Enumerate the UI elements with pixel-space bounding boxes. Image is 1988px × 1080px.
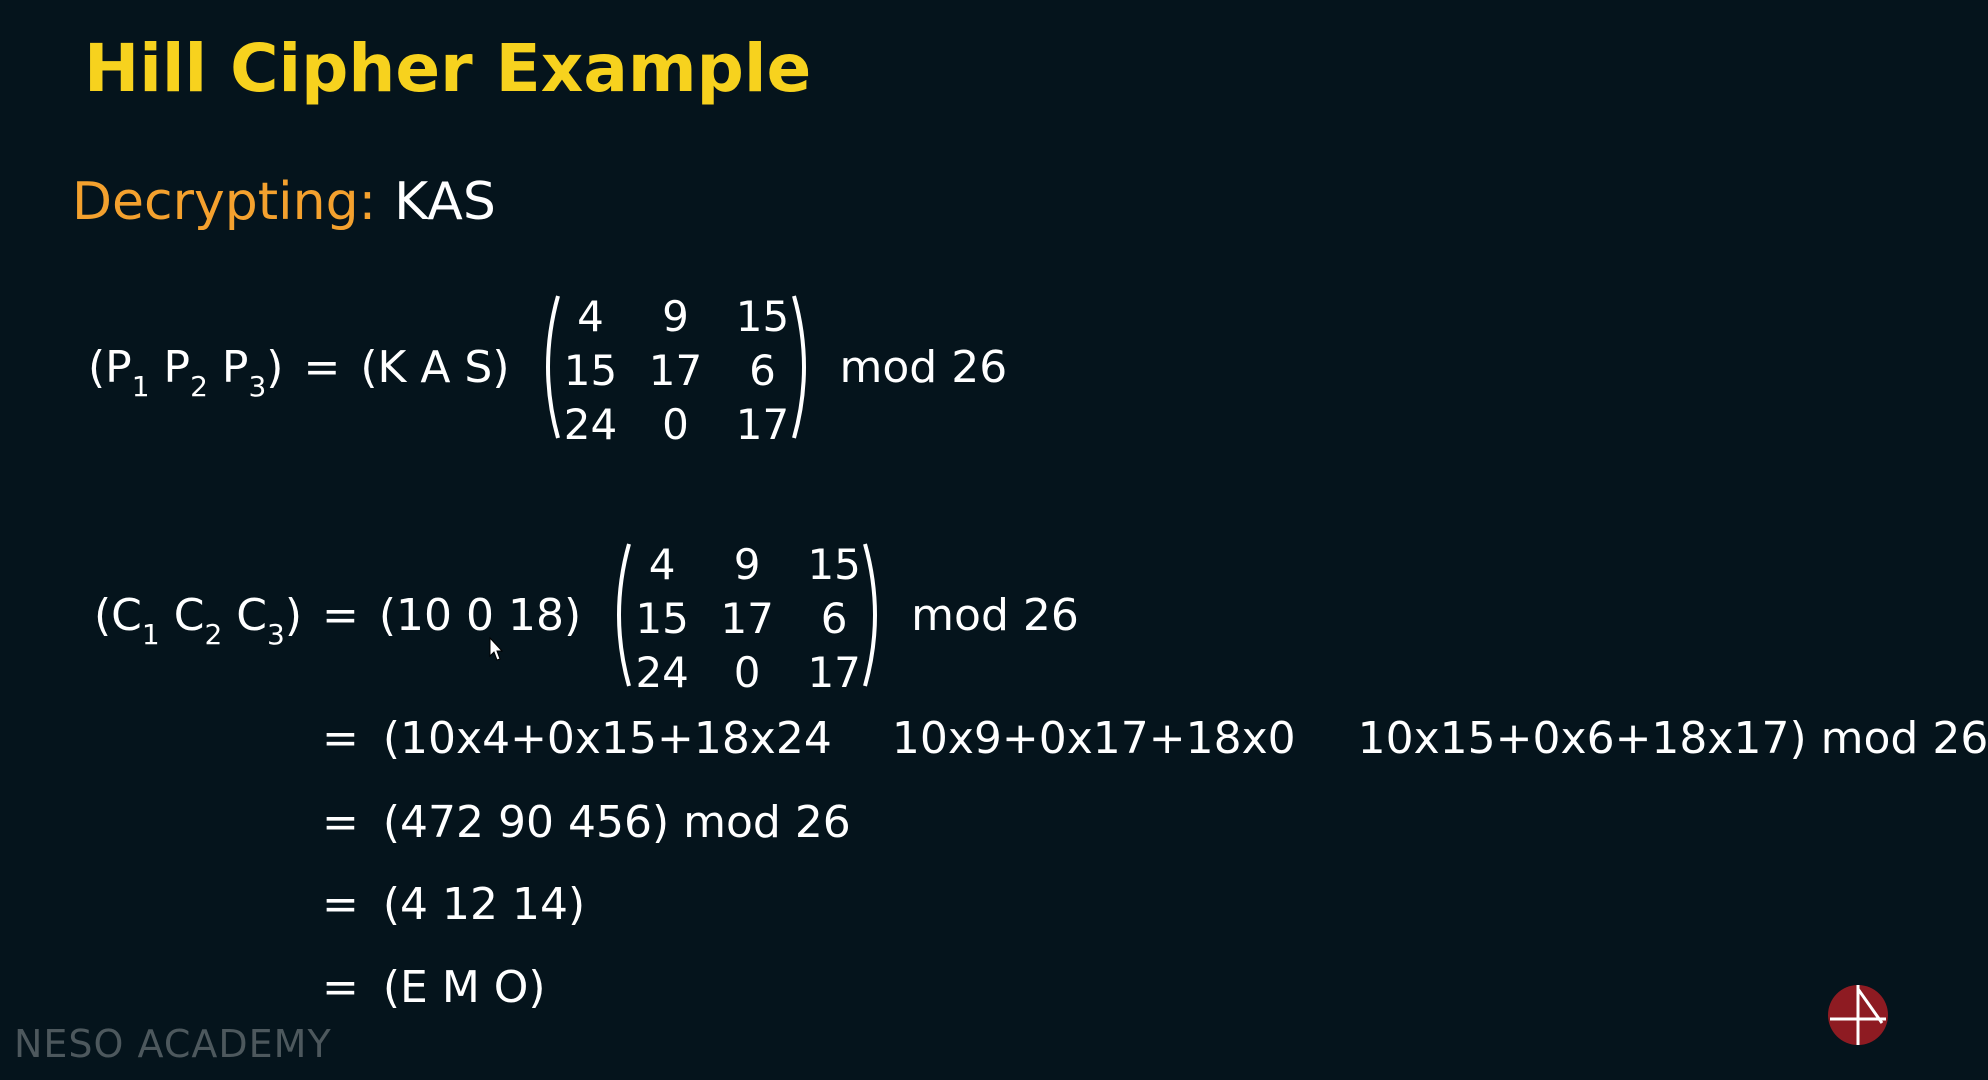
matrix-cell: 0 xyxy=(662,400,689,449)
decrypting-label: Decrypting: xyxy=(72,172,377,232)
matrix-cell: 6 xyxy=(820,594,848,643)
mod-label: mod 26 xyxy=(1820,713,1988,764)
matrix-cell: 15 xyxy=(635,594,689,643)
right-parenthesis xyxy=(863,543,878,687)
watermark: NESO ACADEMY xyxy=(14,1022,332,1066)
expansion-term-3: 10x15+0x6+18x17) xyxy=(1357,713,1807,764)
ciphertext-value: KAS xyxy=(394,172,496,232)
neso-academy-logo-icon xyxy=(1828,985,1888,1045)
key-matrix: 4 9 15 15 17 6 24 0 17 xyxy=(607,540,887,694)
ciphertext-number-vector: (10 0 18) xyxy=(378,589,582,641)
matrix-cell: 17 xyxy=(735,400,790,449)
left-parenthesis xyxy=(545,295,560,439)
matrix-cell: 4 xyxy=(648,540,676,589)
mod-label: mod 26 xyxy=(911,589,1079,641)
matrix-cell: 24 xyxy=(635,648,689,697)
matrix-cell: 4 xyxy=(577,292,604,341)
key-matrix: 4 9 15 15 17 6 24 0 17 xyxy=(536,292,816,446)
page-title: Hill Cipher Example xyxy=(84,30,812,107)
left-parenthesis xyxy=(617,543,632,687)
step-products: =(472 90 456) mod 26 xyxy=(322,797,851,848)
mouse-pointer-icon xyxy=(489,636,504,661)
matrix-cell: 15 xyxy=(807,540,861,589)
step-reduced: =(4 12 14) xyxy=(322,879,586,930)
expansion-term-2: 10x9+0x17+18x0 xyxy=(891,713,1296,764)
decrypting-heading: Decrypting: KAS xyxy=(72,172,496,232)
step-plaintext-letters: =(E M O) xyxy=(322,962,546,1013)
matrix-cell: 17 xyxy=(648,346,703,395)
equals-sign: = xyxy=(303,341,341,393)
equals-sign: = xyxy=(322,589,359,641)
mod-label: mod 26 xyxy=(839,341,1008,393)
ciphertext-letters-vector: (K A S) xyxy=(360,341,510,393)
matrix-cell: 15 xyxy=(735,292,790,341)
matrix-cell: 17 xyxy=(720,594,774,643)
matrix-cell: 15 xyxy=(563,346,618,395)
matrix-cell: 9 xyxy=(733,540,761,589)
matrix-cell: 0 xyxy=(733,648,761,697)
matrix-cell: 9 xyxy=(662,292,689,341)
matrix-cell: 6 xyxy=(749,346,776,395)
expansion-term-1: (10x4+0x15+18x24 xyxy=(382,713,832,764)
right-parenthesis xyxy=(791,295,806,439)
matrix-cell: 17 xyxy=(807,648,861,697)
matrix-cell: 24 xyxy=(563,400,618,449)
